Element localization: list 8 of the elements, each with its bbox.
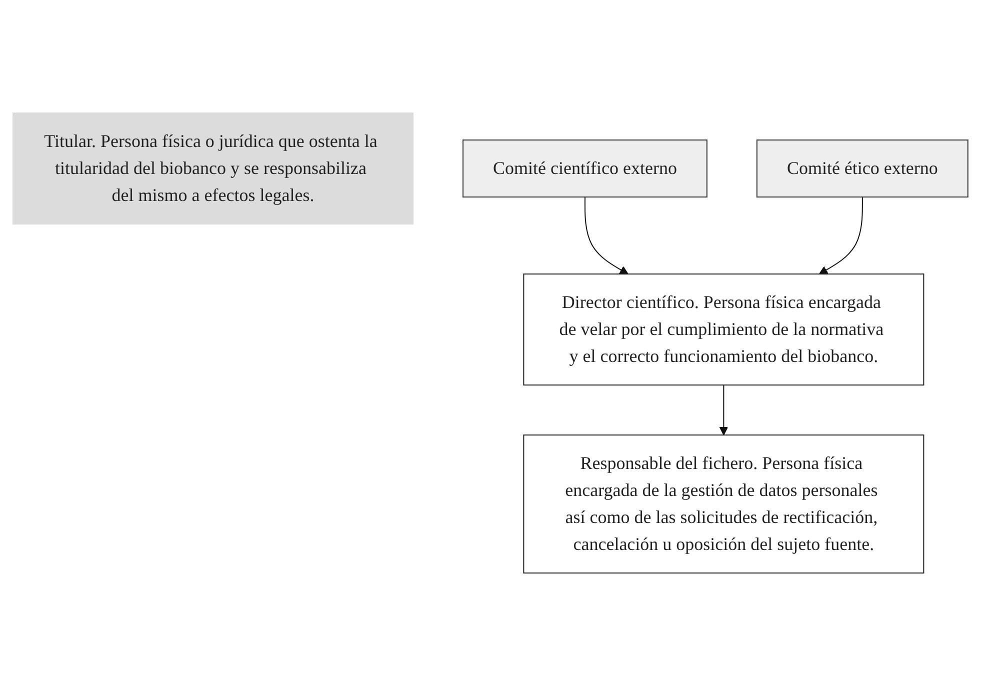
node-box: Director científico. Persona física encargada de velar por el cumplimiento de la normativa y el correcto funcionamiento del biobanco. xyxy=(523,273,924,385)
arrow xyxy=(584,196,628,274)
arrow xyxy=(818,196,863,274)
node-box: Responsable del fichero. Persona física encargada de la gestión de datos personales así como de las solicitudes de rectificación, cancelación u oposición del sujeto fuente. xyxy=(523,434,924,573)
node-box: Titular. Persona física o jurídica que ostenta la titularidad del biobanco y se responsabiliza del mismo a efectos legales. xyxy=(12,112,414,224)
arrow xyxy=(719,384,728,435)
node-box: Comité científico externo xyxy=(462,139,708,197)
node-box: Comité ético externo xyxy=(756,139,968,197)
